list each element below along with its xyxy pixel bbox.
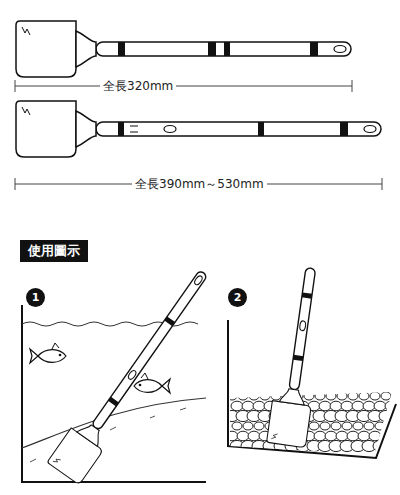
pebble — [396, 401, 400, 411]
pebble — [242, 401, 254, 411]
pebble — [364, 422, 374, 430]
pebble — [226, 431, 238, 441]
dimension-label: 全長390mm～530mm — [132, 177, 267, 191]
pebble — [326, 392, 336, 400]
pebble — [271, 392, 281, 400]
pebble — [315, 392, 325, 400]
pebble — [352, 401, 364, 411]
pebble — [392, 392, 400, 400]
pebble — [373, 440, 387, 451]
section-heading: 使用圖示 — [20, 240, 88, 262]
pebble — [342, 422, 352, 430]
dimension-label: 全長320mm — [100, 79, 176, 93]
pebble — [237, 431, 249, 441]
pebble — [243, 422, 253, 430]
pebble — [253, 401, 265, 411]
pebble — [254, 422, 264, 430]
pebble — [397, 422, 400, 430]
pebble — [330, 401, 342, 411]
pebble — [249, 392, 259, 400]
usage-scene-1 — [22, 262, 220, 485]
fish — [30, 343, 66, 363]
pebble — [347, 431, 359, 441]
pebble — [314, 431, 326, 441]
pebble — [320, 422, 330, 430]
pebble — [386, 422, 396, 430]
pebble — [358, 431, 370, 441]
pebble — [309, 422, 319, 430]
scraper-long — [16, 101, 381, 157]
pebble — [348, 392, 358, 400]
pebble — [248, 431, 260, 441]
callout-number: 2 — [228, 288, 247, 307]
pebble — [381, 392, 391, 400]
callout-text: 2 — [234, 292, 242, 304]
pebble — [325, 431, 337, 441]
pebble — [391, 431, 400, 441]
pebble — [319, 401, 331, 411]
pebble — [331, 422, 341, 430]
usage-scene-2 — [225, 265, 400, 458]
pebble — [369, 431, 381, 441]
callout-text: 1 — [32, 292, 40, 304]
pebble — [375, 422, 385, 430]
pebble — [337, 392, 347, 400]
pebble — [363, 401, 375, 411]
pebble — [395, 440, 400, 451]
pebble — [238, 392, 248, 400]
scraper-short — [16, 21, 351, 77]
pebble — [359, 392, 369, 400]
heading-text: 使用圖示 — [28, 243, 80, 259]
fish — [134, 373, 170, 393]
pebble — [374, 401, 386, 411]
pebble — [341, 401, 353, 411]
pebble — [232, 422, 242, 430]
pebble — [231, 401, 243, 411]
pebble — [379, 410, 393, 421]
pebble — [390, 410, 400, 421]
pebble — [227, 392, 237, 400]
pebble — [385, 401, 397, 411]
pebble — [384, 440, 398, 451]
callout-number: 1 — [26, 288, 45, 307]
pebble — [380, 431, 392, 441]
pebble — [353, 422, 363, 430]
gravel — [225, 392, 400, 452]
pebble — [336, 431, 348, 441]
pebble — [370, 392, 380, 400]
dimension-line — [15, 178, 382, 190]
pebble — [304, 392, 314, 400]
dimension-line — [15, 80, 352, 92]
pebble — [260, 392, 270, 400]
